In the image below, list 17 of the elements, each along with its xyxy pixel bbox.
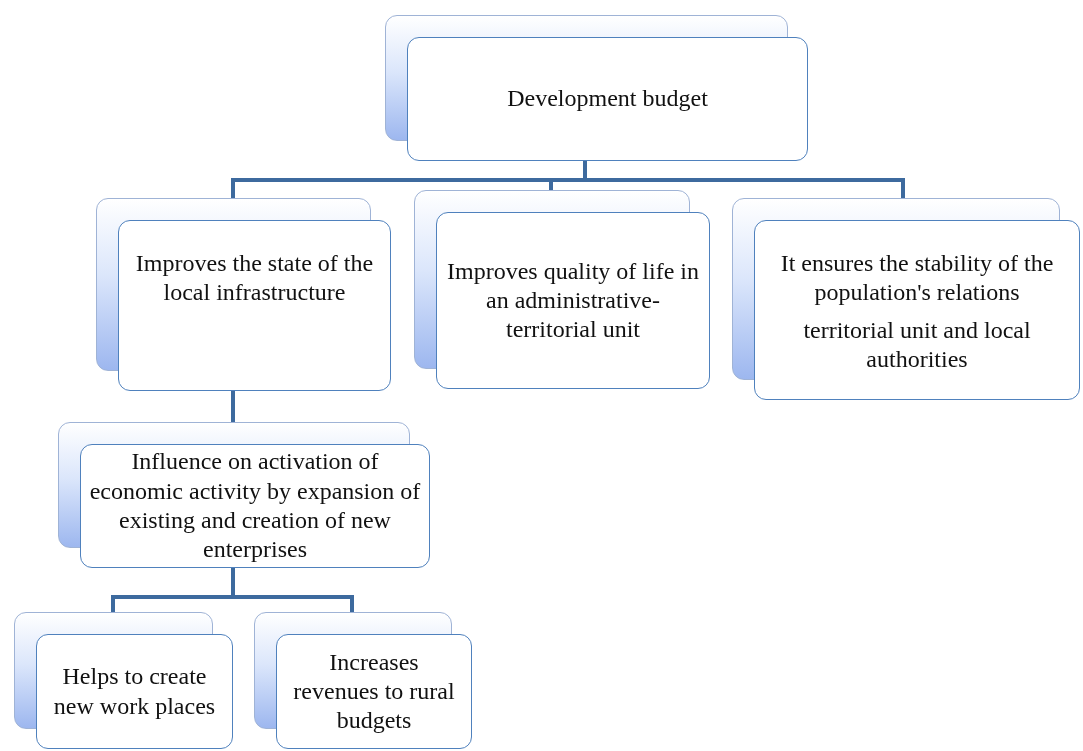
box-text: territorial unit and local authorities [802, 315, 1032, 374]
process-box [732, 198, 1080, 400]
box-text: Increases revenues to rural budgets [292, 647, 456, 736]
process-box [96, 198, 391, 391]
box-text: Development budget [507, 84, 708, 114]
process-box [254, 612, 472, 749]
box-text: Influence on activation of economic activity by expansion of existing and creation of new enterprises [89, 447, 421, 565]
process-box [58, 422, 430, 568]
process-box [14, 612, 233, 749]
box-text: Improves the state of the local infrastructure [134, 249, 375, 308]
process-box [385, 15, 808, 161]
process-box [414, 190, 710, 389]
box-text: Improves quality of life in an administrative-territorial unit [446, 256, 700, 345]
box-text: It ensures the stability of the population's relations [779, 249, 1055, 308]
box-text: Helps to create new work places [52, 662, 217, 721]
connector-line [231, 391, 235, 422]
connector-line [583, 161, 905, 198]
